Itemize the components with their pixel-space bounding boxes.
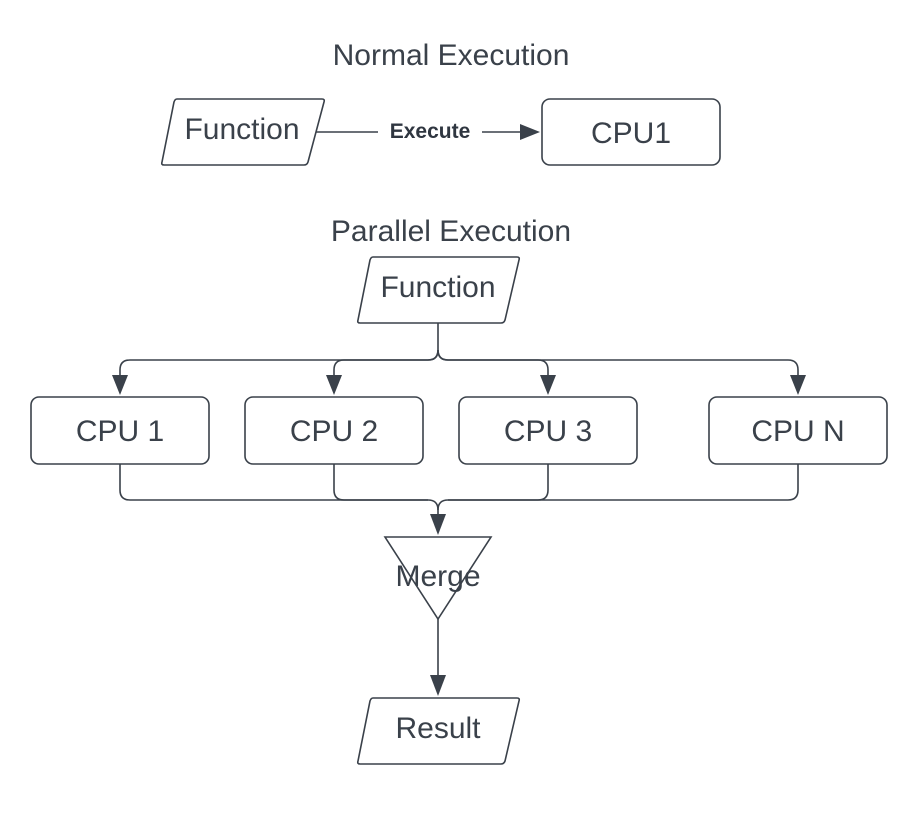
execute-edge-label: Execute [390, 120, 471, 143]
normal-cpu-label: CPU1 [591, 117, 671, 150]
cpu-label-2: CPU 2 [290, 415, 378, 448]
normal-execution-title: Normal Execution [333, 39, 570, 72]
parallel-execution-title: Parallel Execution [331, 215, 571, 248]
parallel-function-node [356, 256, 521, 324]
execute-arrowhead [520, 124, 540, 140]
arrowhead-cpu-1 [112, 375, 128, 395]
normal-function-node [160, 98, 326, 166]
arrowhead-cpu-3 [540, 375, 556, 395]
arrowhead-cpu-2 [326, 375, 342, 395]
result-node [356, 697, 521, 765]
fanin-edge-cpu-1 [119, 464, 439, 518]
merge-node [383, 536, 493, 621]
arrowhead-cpu-n [790, 375, 806, 395]
arrowhead-result [430, 675, 446, 696]
normal-function-label: Function [184, 113, 299, 146]
fanout-edge-cpu-1 [119, 323, 439, 378]
result-label: Result [395, 712, 481, 745]
normal-cpu-node [541, 98, 721, 166]
fanin-edge-cpu-n [437, 464, 799, 511]
fanin-edge-cpu-3 [448, 464, 549, 501]
cpu-label-n: CPU N [751, 415, 844, 448]
merge-label: Merge [395, 560, 480, 593]
cpu-label-3: CPU 3 [504, 415, 592, 448]
fanin-edge-cpu-2 [333, 464, 428, 501]
fanout-edge-cpu-3 [437, 349, 549, 378]
cpu-label-1: CPU 1 [76, 415, 164, 448]
fanout-edge-cpu-2 [333, 349, 439, 378]
arrowhead-merge [430, 514, 446, 535]
fanout-edge-cpu-n [437, 349, 799, 378]
parallel-function-label: Function [380, 271, 495, 304]
